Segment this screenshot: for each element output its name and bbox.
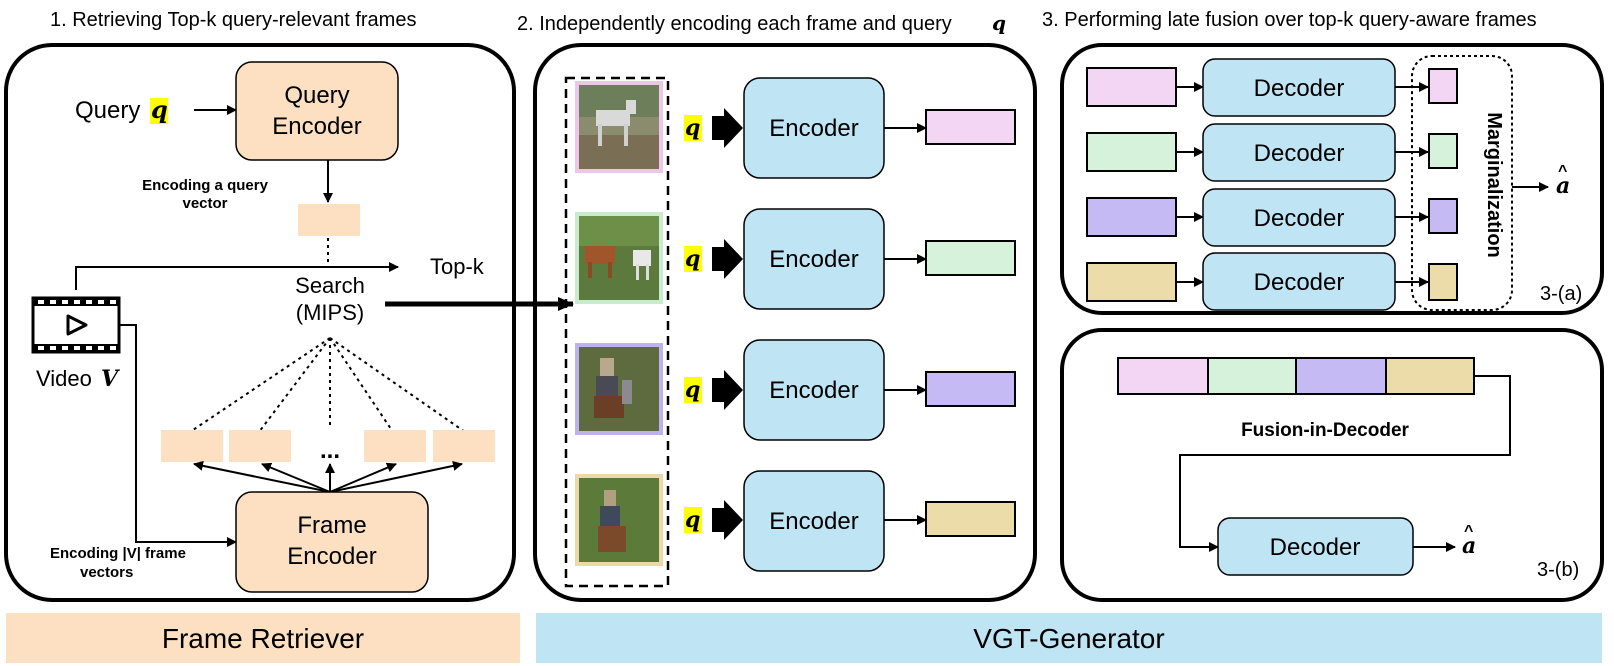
vgt-generator-bar: VGT-Generator xyxy=(536,613,1602,663)
encoder-row-3: q Encoder xyxy=(684,339,1016,441)
encoder-output-1 xyxy=(925,109,1016,145)
encoder-row-1: q Encoder xyxy=(684,77,1016,179)
svg-text:q: q xyxy=(992,11,1006,35)
late-fusion-row-4: Decoder xyxy=(1086,252,1458,311)
fid-tag: 3-(b) xyxy=(1537,559,1579,581)
video-label: Video V xyxy=(36,366,120,392)
late-fusion-answer: a ^ xyxy=(1556,163,1570,199)
svg-text:Decoder: Decoder xyxy=(1270,534,1361,561)
svg-text:Query: Query xyxy=(284,82,349,109)
frame-encoder-box: Frame Encoder xyxy=(235,491,429,593)
section-1-title: 1. Retrieving Top-k query-relevant frame… xyxy=(50,9,416,31)
encoder-output-2 xyxy=(925,240,1016,276)
svg-text:Encoder: Encoder xyxy=(769,115,858,142)
svg-text:Encoder: Encoder xyxy=(769,377,858,404)
svg-text:q: q xyxy=(685,246,700,272)
frame-vector xyxy=(433,430,495,462)
svg-text:q: q xyxy=(151,95,168,124)
topk-path xyxy=(75,262,399,290)
svg-text:q: q xyxy=(685,377,700,403)
encoding-frames-note: Encoding |V| frame vectors xyxy=(50,545,186,581)
query-encoder-box: Query Encoder xyxy=(235,61,399,161)
query-vector xyxy=(298,204,360,236)
fid-panel xyxy=(1060,328,1604,602)
frame-thumbnail-1 xyxy=(575,81,663,173)
video-to-frame-encoder xyxy=(119,324,237,547)
frame-vector xyxy=(161,430,223,462)
late-fusion-row-2: Decoder xyxy=(1086,123,1458,182)
fid-path xyxy=(1179,375,1511,552)
late-fusion-tag: 3-(a) xyxy=(1540,283,1582,305)
svg-text:^: ^ xyxy=(1464,523,1473,540)
marginalization-label: Marginalization xyxy=(1483,112,1505,258)
svg-text:(MIPS): (MIPS) xyxy=(296,300,364,325)
svg-text:Encoder: Encoder xyxy=(769,508,858,535)
query-input: Query q xyxy=(75,95,168,124)
encoder-row-2: q Encoder xyxy=(684,208,1016,310)
late-fusion-panel xyxy=(1060,43,1604,315)
svg-text:a: a xyxy=(1462,533,1476,559)
svg-text:q: q xyxy=(685,507,700,533)
frame-encoder-fanout-arrows xyxy=(193,460,463,493)
section-2-title: 2. Independently encoding each frame and… xyxy=(517,11,1006,35)
frame-vectors-ellipsis: ... xyxy=(320,437,340,464)
marginalization-dotted-box xyxy=(1411,55,1513,311)
frame-thumbnail-4 xyxy=(575,474,663,566)
retriever-panel xyxy=(4,43,516,602)
svg-text:Search: Search xyxy=(295,273,365,298)
svg-text:Encoder: Encoder xyxy=(287,543,376,570)
selected-frames-dashed-box xyxy=(564,76,670,588)
svg-text:Decoder: Decoder xyxy=(1254,269,1345,296)
search-mips: Search (MIPS) xyxy=(295,273,365,325)
frame-retriever-bar: Frame Retriever xyxy=(6,613,520,663)
svg-text:q: q xyxy=(685,115,700,141)
svg-text:a: a xyxy=(1556,173,1570,199)
frame-vectors xyxy=(161,430,495,462)
section-3-title: 3. Performing late fusion over top-k que… xyxy=(1042,9,1537,31)
svg-text:V: V xyxy=(101,366,120,392)
topk-label: Top-k xyxy=(430,254,485,279)
svg-text:Encoding a query: Encoding a query xyxy=(142,177,269,194)
svg-text:^: ^ xyxy=(1558,163,1567,180)
svg-text:Encoder: Encoder xyxy=(769,246,858,273)
encoding-query-note: Encoding a query vector xyxy=(142,177,269,212)
late-fusion-row-3: Decoder xyxy=(1086,188,1458,247)
late-fusion-row-1: Decoder xyxy=(1086,58,1458,117)
encoder-output-4 xyxy=(925,501,1016,537)
fid-concatenated-inputs xyxy=(1117,357,1475,395)
video-icon xyxy=(31,296,121,354)
similarity-dotted-lines xyxy=(189,337,466,433)
fid-answer: a ^ xyxy=(1462,523,1476,559)
svg-text:Query: Query xyxy=(75,97,140,124)
svg-text:Decoder: Decoder xyxy=(1254,140,1345,167)
encoder-panel xyxy=(533,43,1037,602)
encoder-output-3 xyxy=(925,371,1016,407)
frame-vector xyxy=(364,430,426,462)
svg-text:vectors: vectors xyxy=(80,564,133,581)
frame-vector xyxy=(229,430,291,462)
frame-thumbnail-2 xyxy=(575,212,663,304)
encoder-row-4: q Encoder xyxy=(684,470,1016,572)
svg-text:2. Independently encoding each: 2. Independently encoding each frame and… xyxy=(517,13,952,35)
svg-text:Decoder: Decoder xyxy=(1254,205,1345,232)
fid-decoder-box: Decoder xyxy=(1217,517,1414,576)
svg-text:VGT-Generator: VGT-Generator xyxy=(973,623,1164,654)
svg-text:vector: vector xyxy=(182,195,227,212)
svg-text:Video: Video xyxy=(36,366,92,391)
svg-text:Frame Retriever: Frame Retriever xyxy=(162,623,364,654)
fid-label: Fusion-in-Decoder xyxy=(1241,420,1409,441)
svg-text:Frame: Frame xyxy=(297,512,366,539)
svg-text:Encoder: Encoder xyxy=(272,113,361,140)
svg-text:Encoding |V| frame: Encoding |V| frame xyxy=(50,545,186,562)
svg-text:Decoder: Decoder xyxy=(1254,75,1345,102)
frame-thumbnail-3 xyxy=(575,343,663,435)
